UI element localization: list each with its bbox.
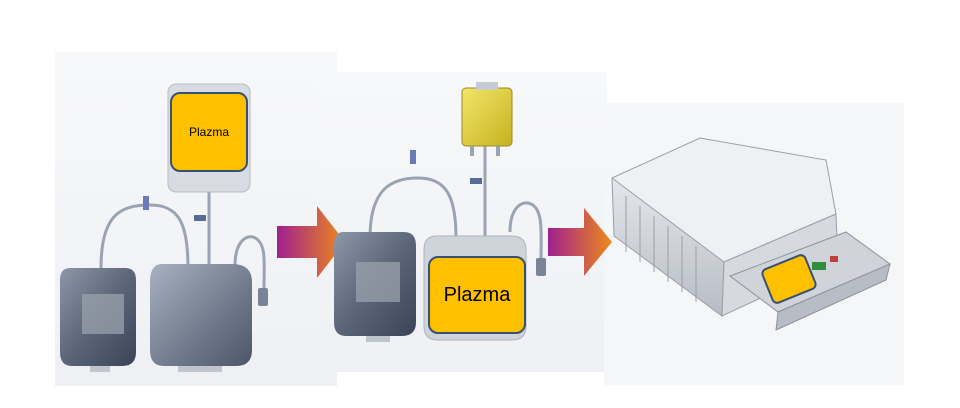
arrow-2 xyxy=(548,208,612,276)
plasma-bag-label-step-2: Plazma xyxy=(428,256,526,334)
plasma-freezer xyxy=(611,137,892,331)
arrow-1 xyxy=(277,206,345,278)
plasma-bag-label-step-1: Plazma xyxy=(170,92,248,172)
